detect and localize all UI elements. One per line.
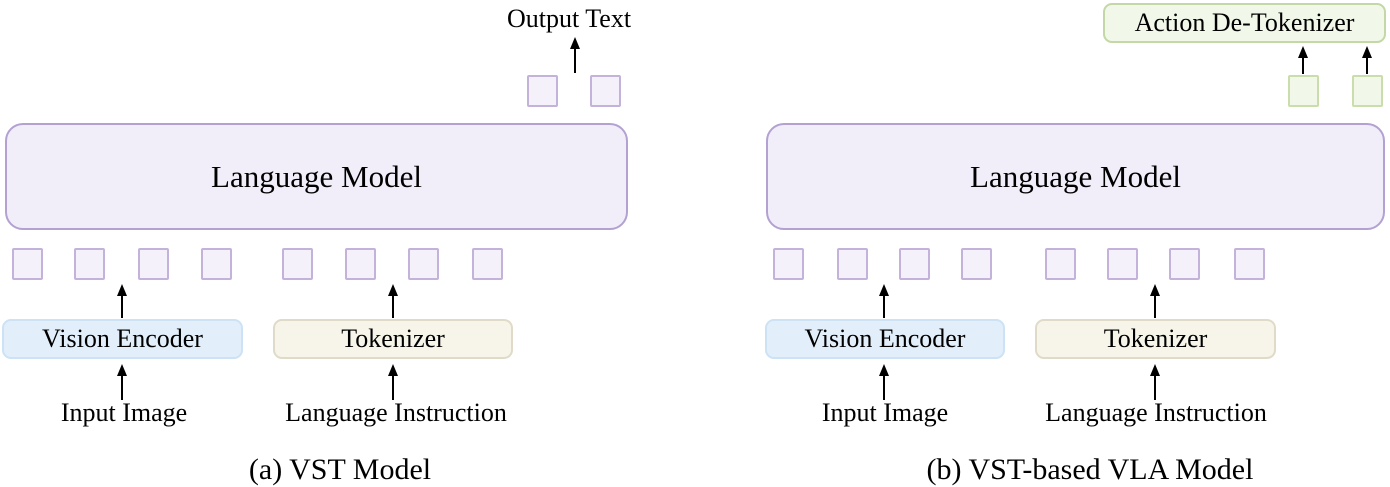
input-token-square [138, 248, 169, 280]
arrow-shaft [1154, 296, 1156, 318]
output-token-square [527, 75, 558, 107]
input-token-square [1045, 248, 1076, 280]
input-token-square [1234, 248, 1265, 280]
language-model-box: Language Model [5, 123, 628, 230]
up-arrow-icon [387, 284, 399, 318]
input-token-square [837, 248, 868, 280]
input-image-label: Input Image [821, 398, 949, 427]
arrowhead-icon [1150, 284, 1160, 296]
arrowhead-icon [570, 37, 580, 49]
panel-b-caption: (b) VST-based VLA Model [926, 453, 1254, 486]
language-instruction-label: Language Instruction [285, 398, 507, 427]
input-token-square [1107, 248, 1138, 280]
arrow-shaft [574, 49, 576, 73]
panel-a-caption: (a) VST Model [248, 453, 432, 486]
arrow-shaft [392, 376, 394, 400]
up-arrow-icon [1297, 46, 1309, 74]
action-detokenizer-box: Action De-Tokenizer [1103, 3, 1386, 43]
input-token-square [1169, 248, 1200, 280]
up-arrow-icon [1149, 364, 1161, 400]
up-arrow-icon [387, 364, 399, 400]
up-arrow-icon [116, 364, 128, 400]
input-token-square [773, 248, 804, 280]
input-token-square [74, 248, 105, 280]
output-token-square [590, 75, 621, 107]
arrow-shaft [121, 296, 123, 318]
input-token-square [408, 248, 439, 280]
arrowhead-icon [1150, 364, 1160, 376]
input-token-square [282, 248, 313, 280]
action-token-square [1352, 75, 1383, 107]
input-token-square [12, 248, 43, 280]
arrow-shaft [1154, 376, 1156, 400]
tokenizer-box: Tokenizer [273, 319, 513, 359]
arrow-shaft [883, 296, 885, 318]
tokenizer-box: Tokenizer [1035, 319, 1276, 359]
arrow-shaft [1302, 58, 1304, 74]
input-token-square [899, 248, 930, 280]
arrow-shaft [883, 376, 885, 400]
up-arrow-icon [569, 37, 581, 73]
output-text-label: Output Text [506, 4, 632, 33]
action-token-square [1288, 75, 1319, 107]
input-token-square [201, 248, 232, 280]
input-image-label: Input Image [60, 398, 188, 427]
arrow-shaft [1366, 58, 1368, 74]
input-token-square [961, 248, 992, 280]
up-arrow-icon [1361, 46, 1373, 74]
arrowhead-icon [388, 284, 398, 296]
arrowhead-icon [117, 284, 127, 296]
up-arrow-icon [878, 364, 890, 400]
input-token-square [345, 248, 376, 280]
language-instruction-label: Language Instruction [1045, 398, 1267, 427]
arrowhead-icon [879, 284, 889, 296]
arrow-shaft [392, 296, 394, 318]
up-arrow-icon [116, 284, 128, 318]
arrowhead-icon [117, 364, 127, 376]
arrow-shaft [121, 376, 123, 400]
vision-encoder-box: Vision Encoder [2, 319, 243, 359]
up-arrow-icon [878, 284, 890, 318]
arrowhead-icon [1298, 46, 1308, 58]
arrowhead-icon [879, 364, 889, 376]
vision-encoder-box: Vision Encoder [765, 319, 1005, 359]
input-token-square [472, 248, 503, 280]
language-model-box: Language Model [766, 123, 1385, 230]
arrowhead-icon [1362, 46, 1372, 58]
arrowhead-icon [388, 364, 398, 376]
up-arrow-icon [1149, 284, 1161, 318]
